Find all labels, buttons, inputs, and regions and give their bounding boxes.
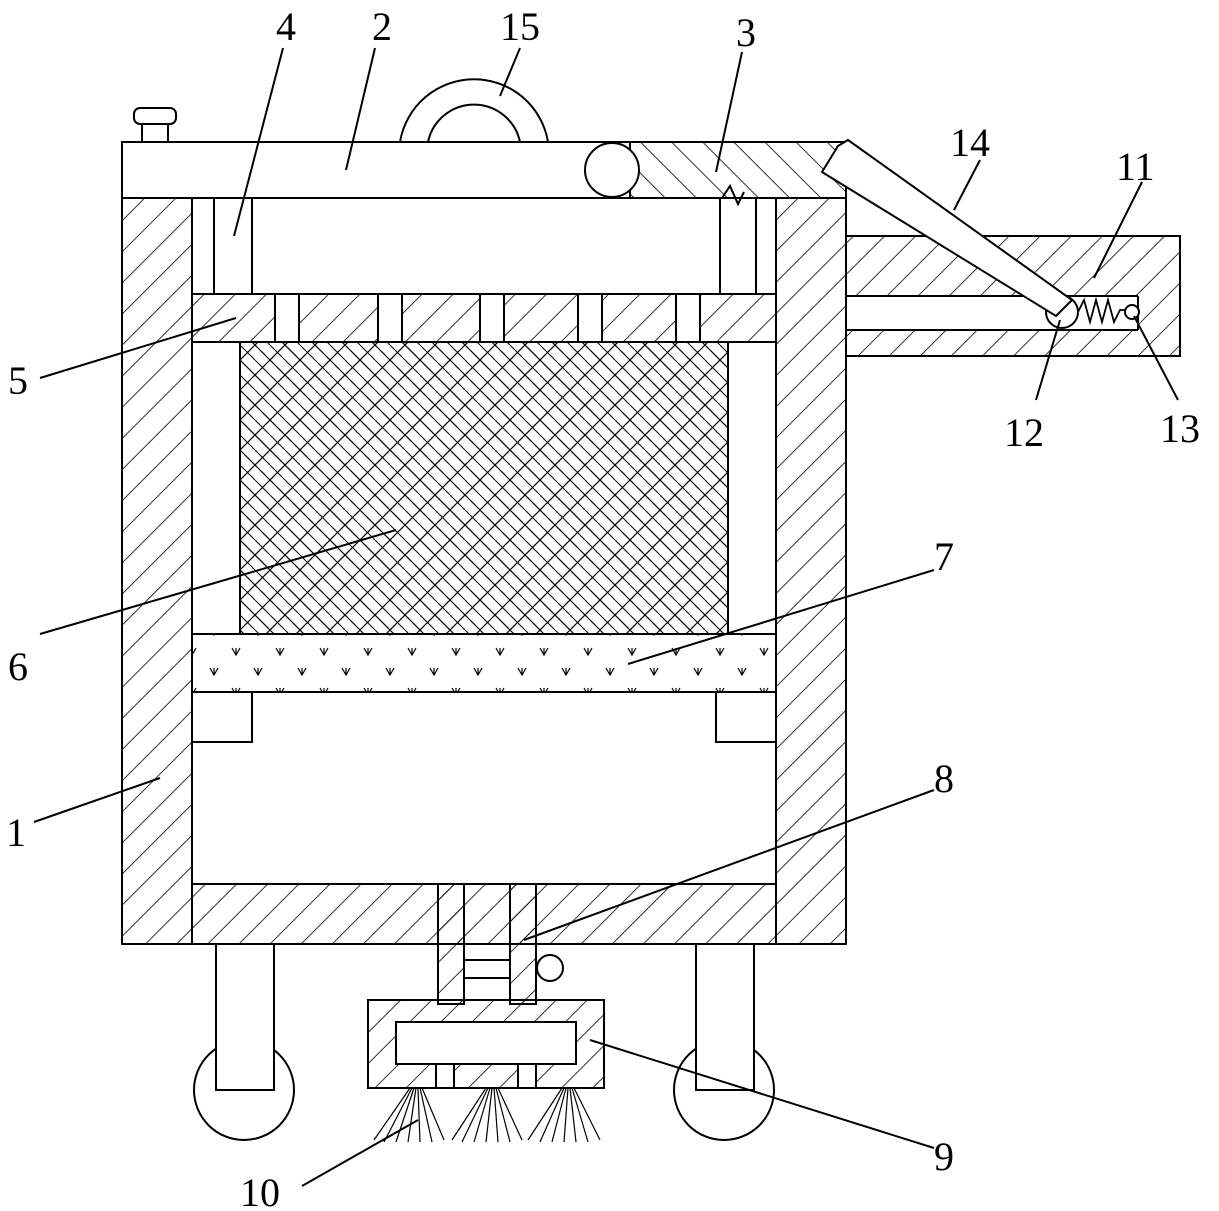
label-3: 3 bbox=[736, 10, 756, 55]
side-rail bbox=[820, 138, 1181, 357]
label-11: 11 bbox=[1116, 144, 1155, 189]
label-5: 5 bbox=[8, 358, 28, 403]
label-2: 2 bbox=[372, 4, 392, 49]
label-7: 7 bbox=[934, 534, 954, 579]
press-plate bbox=[191, 293, 777, 343]
label-14: 14 bbox=[950, 120, 990, 165]
label-1: 1 bbox=[6, 810, 26, 855]
label-15: 15 bbox=[500, 4, 540, 49]
handle bbox=[399, 78, 549, 143]
reference-numerals: 1 2 3 4 5 6 7 8 9 10 11 12 13 14 15 bbox=[6, 4, 1200, 1211]
lid bbox=[121, 107, 847, 207]
filter-mesh bbox=[239, 341, 729, 635]
label-8: 8 bbox=[934, 756, 954, 801]
label-9: 9 bbox=[934, 1134, 954, 1179]
support-blocks bbox=[191, 691, 777, 743]
label-6: 6 bbox=[8, 644, 28, 689]
label-12: 12 bbox=[1004, 410, 1044, 455]
spray-box bbox=[367, 999, 605, 1089]
label-10: 10 bbox=[240, 1170, 280, 1211]
spray-nozzles bbox=[373, 1087, 601, 1143]
label-4: 4 bbox=[276, 4, 296, 49]
sponge-layer bbox=[191, 633, 777, 693]
legs-and-wheels bbox=[193, 943, 775, 1141]
rods bbox=[213, 198, 757, 294]
label-13: 13 bbox=[1160, 406, 1200, 451]
leader-lines bbox=[33, 47, 1179, 1187]
drain-pipe bbox=[437, 883, 564, 1005]
